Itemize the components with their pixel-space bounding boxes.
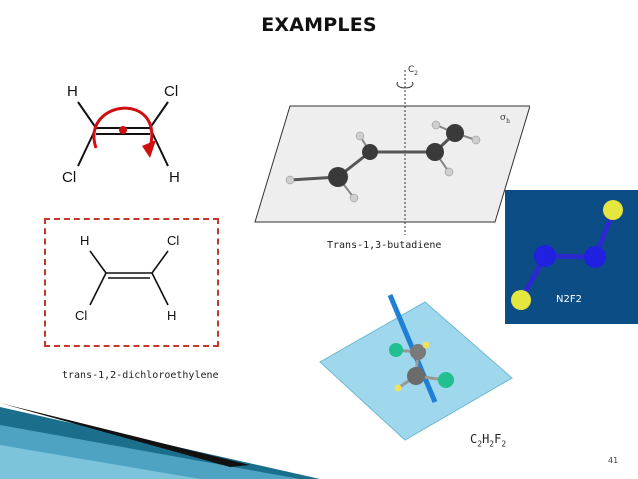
c2h2f2-model xyxy=(319,294,513,441)
butadiene-diagram: C2 σh xyxy=(254,65,530,235)
atom-h-bottom-right: H xyxy=(169,169,180,186)
butadiene-caption: Trans-1,3-butadiene xyxy=(327,240,442,251)
fluorine-atom xyxy=(603,200,623,220)
fluorine-atom xyxy=(438,372,454,388)
hydrogen-atom xyxy=(394,384,402,392)
dichloroethylene-caption: trans-1,2-dichloroethylene xyxy=(62,370,219,381)
carbon-atom xyxy=(407,367,425,385)
page-number: 41 xyxy=(608,456,619,465)
hydrogen-atoms xyxy=(285,120,481,203)
slide-title: EXAMPLES xyxy=(261,14,377,36)
dichloroethylene-structure: H Cl Cl H xyxy=(75,233,179,323)
sigma-h-label: σh xyxy=(500,113,510,125)
n2f2-label: N2F2 xyxy=(556,294,582,305)
sigma-h-plane xyxy=(254,105,530,223)
bonds xyxy=(89,250,169,306)
atom-cl-top-right: Cl xyxy=(164,83,178,100)
atom-h-bottom-right: H xyxy=(167,308,176,323)
c2-axis-label: C2 xyxy=(408,65,418,77)
atom-h-top-left: H xyxy=(80,233,89,248)
atom-cl-top-right: Cl xyxy=(167,233,179,248)
nitrogen-atom xyxy=(534,245,556,267)
atom-cl-bottom-left: Cl xyxy=(75,308,87,323)
atom-h-top-left: H xyxy=(67,83,78,100)
c2h2f2-formula: C2H2F2 xyxy=(470,432,507,449)
fluorine-atom xyxy=(389,343,403,357)
highlight-box xyxy=(44,218,219,347)
carbon-atoms xyxy=(328,124,464,187)
rotation-arrow-icon xyxy=(92,106,154,149)
decorative-wave xyxy=(0,403,320,479)
n2f2-model xyxy=(511,200,623,310)
axis-rotation-icon xyxy=(396,81,414,89)
atom-cl-bottom-left: Cl xyxy=(62,169,76,186)
rotation-molecule-diagram: H Cl Cl H xyxy=(62,83,180,186)
rotation-center-dot xyxy=(119,126,127,134)
nitrogen-atom xyxy=(584,246,606,268)
fluorine-atom xyxy=(511,290,531,310)
carbon-atom xyxy=(410,344,426,360)
arrowhead-icon xyxy=(142,140,156,158)
hydrogen-atom xyxy=(422,341,430,349)
